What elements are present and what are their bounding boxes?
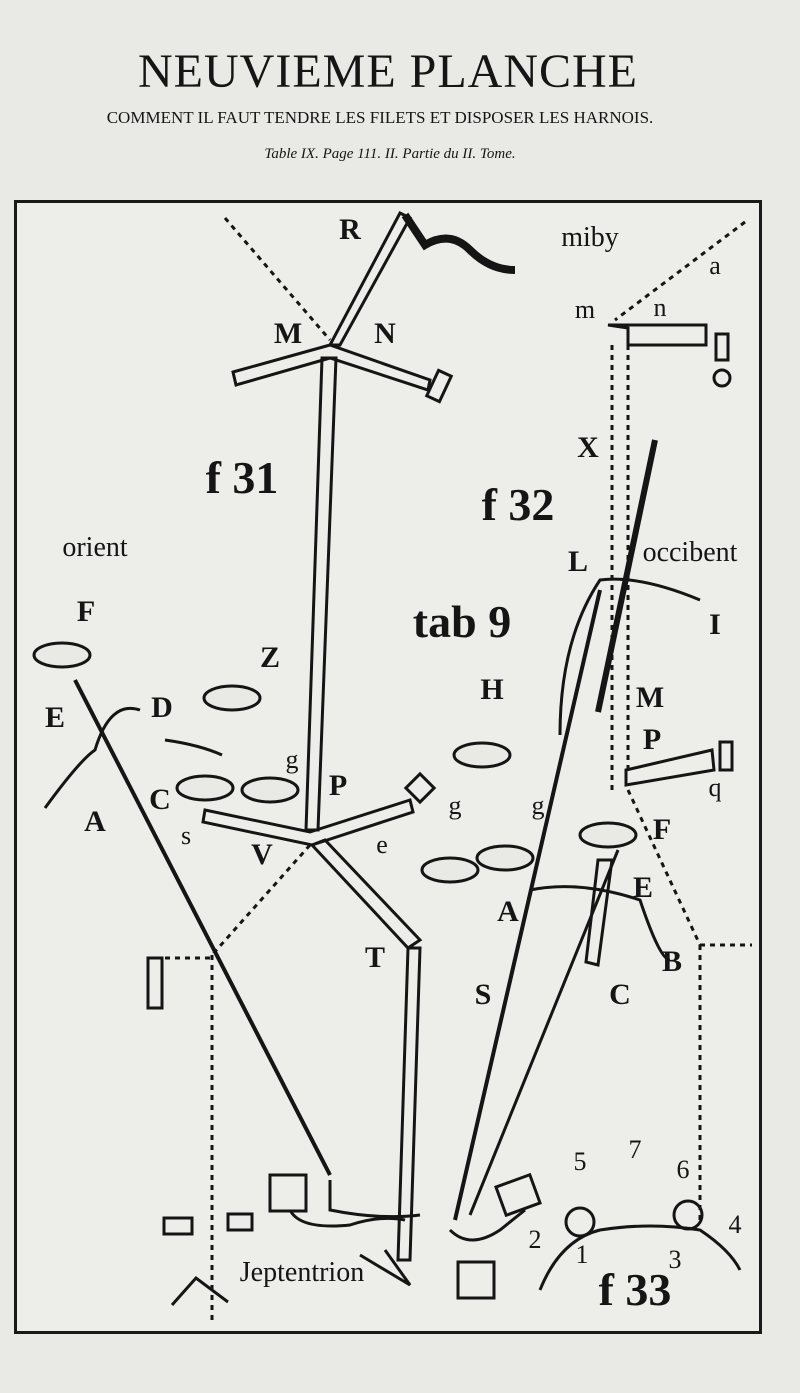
label-miby: miby [561,222,619,253]
label-tab9: tab 9 [412,596,512,647]
label-E: E [44,701,66,734]
label-M: M [273,317,303,350]
label-1: 1 [575,1240,589,1269]
label-g2: g [448,791,462,820]
label-C: C [149,783,171,816]
label-F: F [76,595,96,628]
label-V: V [251,838,273,871]
label-E-right: E [632,871,654,904]
label-P-right: P [642,723,662,756]
label-D: D [151,691,173,724]
label-L: L [567,545,589,578]
label-g3: g [531,791,545,820]
label-a: a [709,251,721,280]
label-F-right: F [652,813,672,846]
plate-subtitle: COMMENT IL FAUT TENDRE LES FILETS ET DIS… [106,108,654,127]
label-N: N [374,317,396,350]
label-S: S [474,978,492,1011]
label-s: s [180,821,192,850]
label-7: 7 [628,1135,642,1164]
label-6: 6 [676,1155,690,1184]
label-T: T [364,941,386,974]
label-X: X [577,431,599,464]
label-R: R [339,213,361,246]
label-Z: Z [259,641,281,674]
label-septentrion: Jeptentrion [239,1257,365,1288]
label-occibent: occibent [642,537,738,568]
label-f31: f 31 [205,452,279,503]
label-A-center: A [497,895,519,928]
label-n: n [653,293,667,322]
label-B: B [661,945,683,978]
label-m: m [574,295,596,324]
label-H: H [480,673,504,706]
label-2: 2 [528,1225,542,1254]
label-P: P [328,769,348,802]
plate-reference: Table IX. Page 111. II. Partie du II. To… [264,146,516,162]
label-orient: orient [62,532,128,563]
label-e: e [376,830,388,859]
label-3: 3 [668,1245,682,1274]
label-4: 4 [728,1210,742,1239]
plate-title: NEUVIEME PLANCHE [138,45,638,98]
label-q: q [708,773,722,802]
label-f33: f 33 [598,1264,672,1315]
label-M-right: M [635,681,665,714]
label-A: A [84,805,106,838]
label-C-right: C [609,978,631,1011]
label-I: I [709,608,721,641]
label-5: 5 [573,1147,587,1176]
label-g: g [285,745,299,774]
label-f32: f 32 [481,479,555,530]
